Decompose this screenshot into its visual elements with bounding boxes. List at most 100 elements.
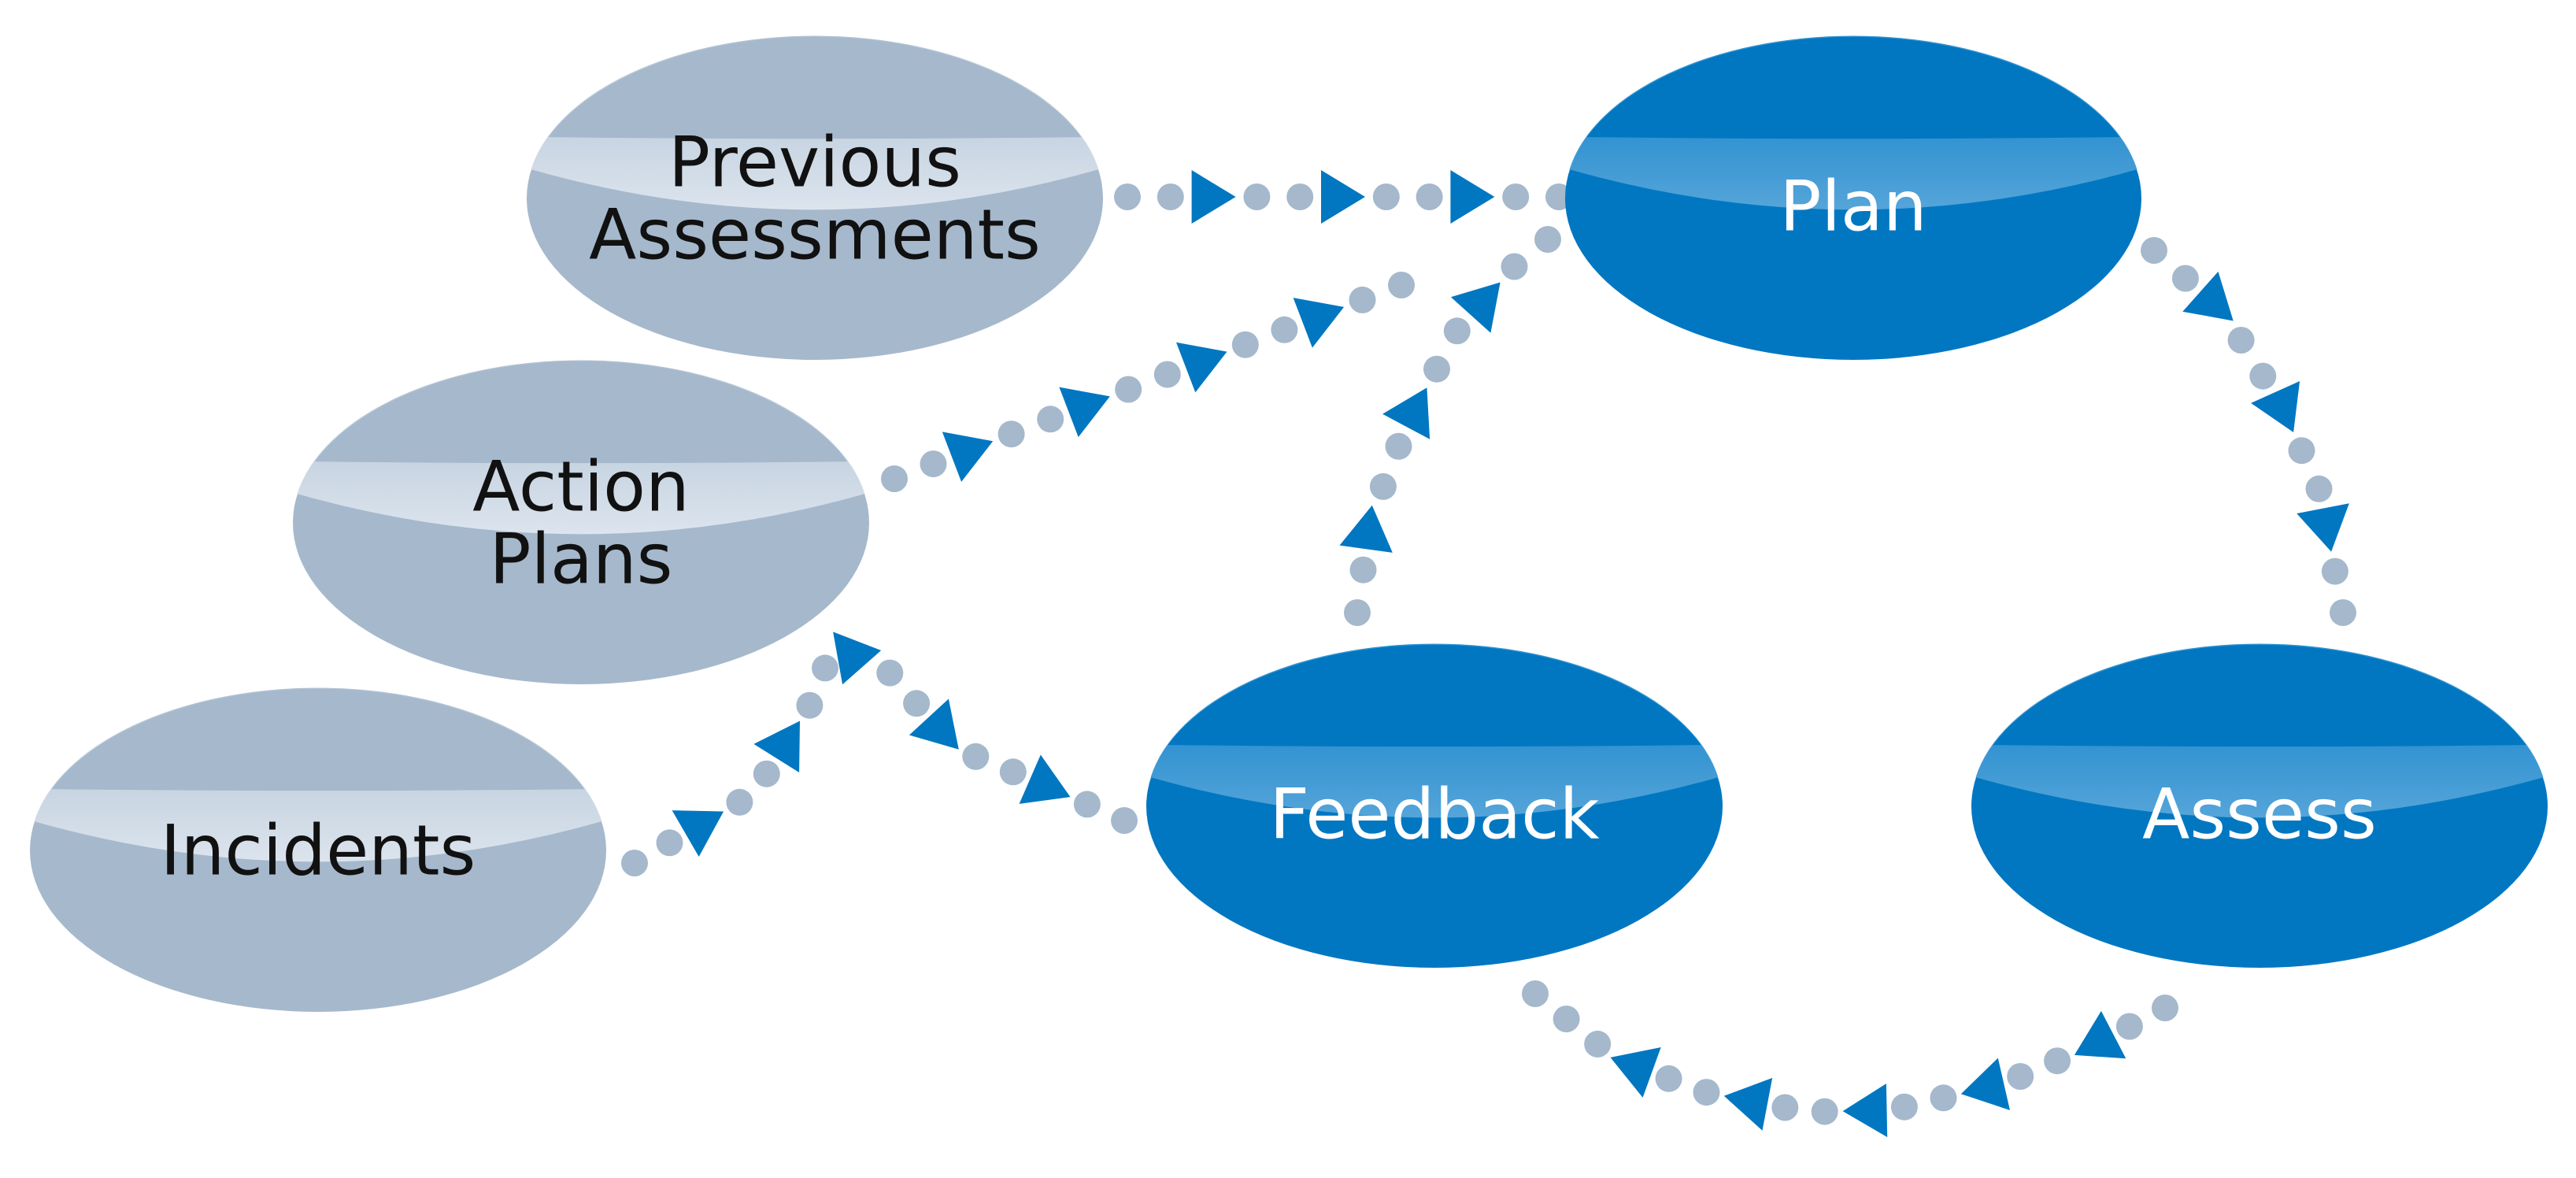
connector-arrowhead bbox=[2251, 381, 2300, 432]
nodes-layer: PreviousAssessmentsActionPlansIncidentsP… bbox=[30, 35, 2548, 1012]
connector-arrowhead bbox=[2297, 503, 2349, 552]
connector-arrowhead bbox=[909, 698, 959, 750]
node-label: Previous bbox=[668, 122, 961, 203]
node-cap bbox=[1586, 36, 2120, 139]
connector-dot bbox=[1271, 316, 1298, 343]
connector-feedback-to-plan bbox=[1339, 226, 1561, 626]
connector-dot bbox=[1416, 183, 1443, 210]
node-label: Incidents bbox=[161, 810, 476, 891]
connector-arrowhead bbox=[1191, 170, 1236, 224]
connector-arrowhead bbox=[1321, 170, 1365, 224]
connector-dot bbox=[1073, 791, 1101, 818]
connector-dot bbox=[876, 659, 904, 687]
connector-arrowhead bbox=[2074, 1010, 2126, 1059]
connector-previous-assessments-to-plan bbox=[1114, 170, 1572, 224]
connector-dot bbox=[1502, 183, 1530, 210]
connector-arrowhead bbox=[1176, 342, 1227, 393]
node-cap bbox=[1993, 644, 2526, 747]
node-label: Plans bbox=[489, 519, 672, 600]
connector-dot bbox=[1231, 331, 1259, 358]
node-feedback: Feedback bbox=[1146, 643, 1723, 968]
connector-dot bbox=[2321, 558, 2348, 585]
connector-dot bbox=[753, 760, 780, 787]
connector-arrowhead bbox=[1960, 1058, 2010, 1110]
node-label: Plan bbox=[1779, 166, 1926, 247]
node-cap bbox=[314, 361, 848, 464]
connector-dot bbox=[1584, 1030, 1612, 1058]
connector-dot bbox=[1443, 317, 1471, 345]
connector-arrowhead bbox=[1339, 505, 1393, 553]
connector-dot bbox=[1385, 432, 1412, 460]
connector-dot bbox=[2044, 1047, 2071, 1075]
connector-arrowhead bbox=[1842, 1084, 1888, 1138]
connector-dot bbox=[1243, 183, 1271, 210]
connector-dot bbox=[1771, 1094, 1799, 1121]
node-incidents: Incidents bbox=[30, 687, 606, 1012]
connector-dot bbox=[2171, 265, 2199, 292]
connector-dot bbox=[962, 743, 990, 770]
connector-dot bbox=[2330, 599, 2356, 626]
connector-dot bbox=[1344, 599, 1371, 626]
connector-dot bbox=[1553, 1006, 1580, 1032]
connector-dot bbox=[1349, 286, 1376, 313]
connector-dot bbox=[999, 758, 1027, 786]
connector-dot bbox=[1501, 253, 1528, 280]
node-label: Feedback bbox=[1269, 774, 1599, 855]
connector-dot bbox=[2115, 1013, 2143, 1040]
connector-dot bbox=[1349, 556, 1377, 583]
connector-dot bbox=[1890, 1093, 1918, 1121]
connector-dot bbox=[920, 450, 947, 478]
connector-arrowhead bbox=[672, 810, 724, 857]
connector-incidents-to-action-plans bbox=[621, 632, 1138, 876]
connector-dot bbox=[796, 691, 824, 719]
connector-dot bbox=[2288, 437, 2315, 465]
connector-dot bbox=[903, 690, 931, 717]
connector-arrowhead bbox=[1382, 387, 1430, 439]
connector-dot bbox=[1286, 183, 1314, 210]
connector-arrowhead bbox=[2182, 271, 2234, 321]
node-label: Action bbox=[472, 446, 690, 528]
connector-arrowhead bbox=[1019, 754, 1071, 804]
connector-dot bbox=[1930, 1084, 1957, 1112]
connector-dot bbox=[1423, 355, 1450, 383]
connectors-layer bbox=[621, 170, 2356, 1138]
node-label: Assessments bbox=[589, 194, 1041, 276]
connector-dot bbox=[1811, 1098, 1838, 1125]
connector-dot bbox=[2227, 327, 2255, 354]
connector-arrowhead bbox=[1450, 170, 1495, 224]
connector-dot bbox=[1114, 183, 1141, 210]
connector-dot bbox=[881, 465, 908, 492]
connector-plan-to-assess bbox=[2141, 237, 2356, 626]
connector-arrowhead bbox=[1723, 1077, 1773, 1131]
connector-dot bbox=[997, 420, 1025, 448]
connector-arrowhead bbox=[1450, 282, 1501, 333]
connector-dot bbox=[1693, 1079, 1720, 1106]
connector-dot bbox=[656, 829, 683, 857]
node-plan: Plan bbox=[1565, 35, 2141, 360]
connector-dot bbox=[2249, 362, 2277, 390]
connector-dot bbox=[1522, 980, 1549, 1007]
connector-dot bbox=[1037, 406, 1064, 433]
connector-dot bbox=[726, 788, 753, 816]
node-cap bbox=[548, 37, 1082, 139]
connector-arrowhead bbox=[1610, 1047, 1661, 1098]
connector-dot bbox=[2305, 475, 2333, 502]
connector-dot bbox=[1111, 807, 1138, 834]
connector-dot bbox=[621, 850, 648, 876]
node-assess: Assess bbox=[1971, 643, 2548, 968]
connector-dot bbox=[812, 654, 838, 682]
connector-dot bbox=[1115, 376, 1142, 403]
connector-dot bbox=[2152, 995, 2178, 1021]
connector-arrowhead bbox=[833, 632, 882, 685]
node-cap bbox=[51, 689, 585, 791]
node-cap bbox=[1168, 644, 1701, 747]
node-label: Assess bbox=[2142, 774, 2377, 855]
connector-dot bbox=[1157, 183, 1184, 210]
connector-dot bbox=[1655, 1065, 1682, 1092]
connector-dot bbox=[2141, 237, 2167, 264]
connector-arrowhead bbox=[1059, 387, 1110, 438]
connector-dot bbox=[1388, 272, 1415, 298]
